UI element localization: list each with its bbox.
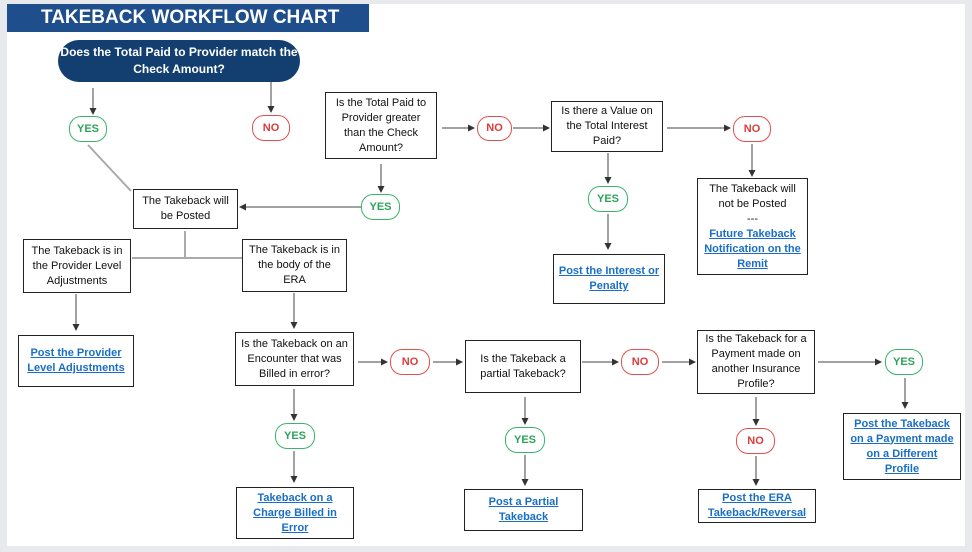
- no-badge-greater: NO: [477, 116, 512, 141]
- no-badge-start: NO: [252, 115, 290, 141]
- greater-question-node: Is the Total Paid to Provider greater th…: [325, 92, 437, 159]
- not-posted-text: The Takeback will not be Posted: [709, 182, 796, 210]
- no-badge-partial: NO: [621, 349, 659, 375]
- post-different-profile-link[interactable]: Post the Takeback on a Payment made on a…: [843, 413, 961, 480]
- post-provider-level-link[interactable]: Post the Provider Level Adjustments: [18, 335, 134, 387]
- post-era-reversal-link[interactable]: Post the ERA Takeback/Reversal: [698, 489, 816, 523]
- yes-badge-profile: YES: [885, 349, 923, 375]
- partial-question-node: Is the Takeback a partial Takeback?: [465, 340, 581, 393]
- interest-question-node: Is there a Value on the Total Interest P…: [551, 101, 663, 152]
- no-badge-billed-error: NO: [390, 349, 430, 375]
- provider-level-node: The Takeback is in the Provider Level Ad…: [23, 239, 131, 293]
- no-badge-interest: NO: [733, 116, 771, 142]
- not-posted-separator: ---: [747, 212, 758, 225]
- chart-title: TAKEBACK WORKFLOW CHART: [7, 4, 369, 32]
- yes-badge-billed-error: YES: [275, 423, 315, 449]
- post-partial-link[interactable]: Post a Partial Takeback: [464, 489, 583, 531]
- charge-billed-error-link[interactable]: Takeback on a Charge Billed in Error: [236, 487, 354, 539]
- start-question-node: Does the Total Paid to Provider match th…: [58, 40, 300, 82]
- no-badge-profile: NO: [736, 428, 775, 454]
- not-posted-node: The Takeback will not be Posted --- Futu…: [697, 178, 808, 275]
- other-profile-question-node: Is the Takeback for a Payment made on an…: [697, 330, 815, 394]
- yes-badge-interest: YES: [588, 186, 628, 212]
- diagram-canvas: [7, 4, 965, 546]
- billed-error-question-node: Is the Takeback on an Encounter that was…: [235, 332, 354, 386]
- line-yes-to-posted: [87, 144, 132, 192]
- post-interest-link[interactable]: Post the Interest or Penalty: [553, 254, 665, 304]
- future-notification-link[interactable]: Future Takeback Notification on the Remi…: [704, 227, 801, 270]
- will-be-posted-node: The Takeback will be Posted: [133, 189, 238, 229]
- yes-badge-partial: YES: [505, 427, 545, 453]
- yes-badge-start: YES: [69, 116, 107, 142]
- yes-badge-greater: YES: [361, 194, 400, 220]
- body-of-era-node: The Takeback is in the body of the ERA: [242, 239, 347, 292]
